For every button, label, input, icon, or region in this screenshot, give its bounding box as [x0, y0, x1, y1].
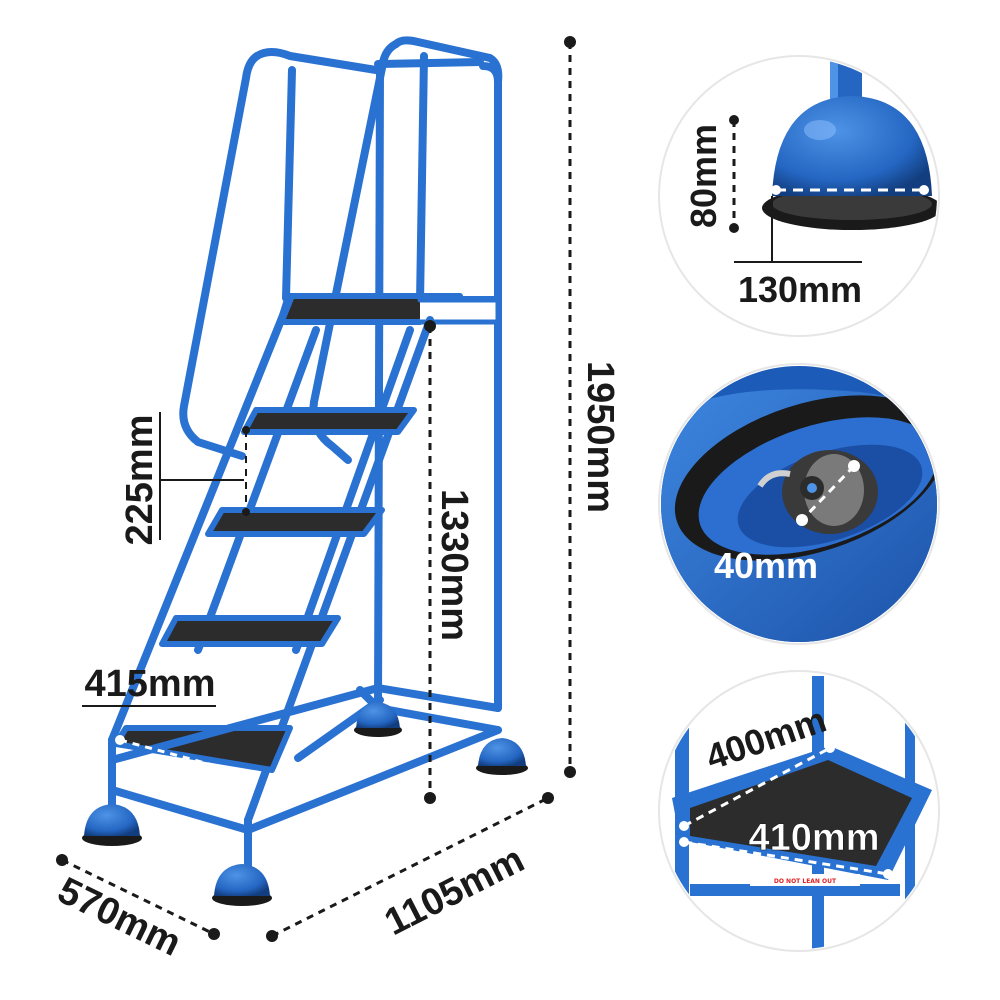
rubber-foot-icon	[762, 58, 937, 230]
base-depth-label: 1105mm	[378, 839, 531, 945]
dimension-lines	[61, 42, 572, 938]
castor-diameter-label: 40mm	[714, 545, 818, 586]
base-width-label: 570mm	[51, 870, 187, 965]
foot-height-label: 80mm	[683, 124, 724, 228]
dimension-endpoints	[56, 36, 576, 942]
tread-width-label: 410mm	[749, 817, 880, 859]
ladder-illustration	[90, 36, 503, 870]
step-rise-label: 225mm	[119, 415, 161, 546]
foot-diameter-label: 130mm	[738, 269, 862, 310]
foot-front-left-icon	[82, 804, 142, 846]
step-width-label: 415mm	[85, 663, 216, 705]
castor-detail-callout: 40mm	[658, 363, 940, 645]
ladder-feet	[82, 702, 528, 906]
overall-height-label: 1950mm	[579, 361, 621, 513]
platform-height-label: 1330mm	[433, 489, 475, 641]
foot-detail-callout: 80mm 130mm	[658, 55, 940, 337]
foot-rear-left-icon	[354, 702, 402, 737]
tread-warning-label: DO NOT LEAN OUT	[774, 878, 837, 885]
tread-detail-callout: DO NOT LEAN OUT 410mm 400mm	[658, 670, 940, 952]
foot-front-right-icon	[212, 864, 272, 906]
leader-lines	[82, 412, 244, 707]
foot-rear-right-icon	[476, 738, 528, 775]
castor-wheel-icon: 40mm	[661, 366, 937, 642]
